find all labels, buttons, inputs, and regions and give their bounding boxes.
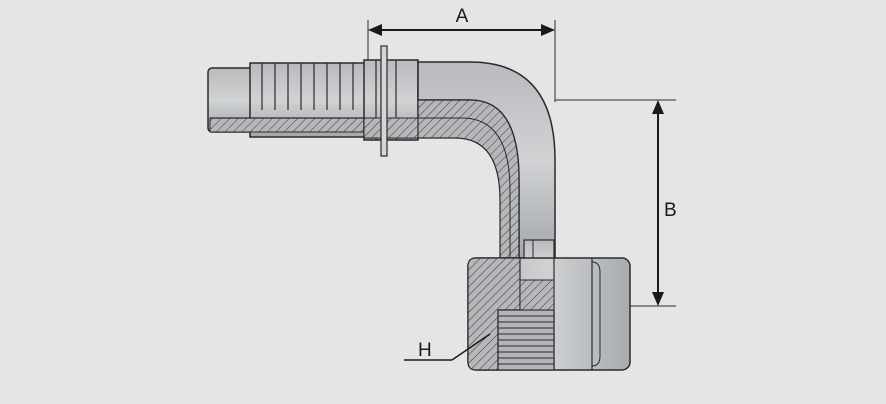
thread-label: H	[418, 340, 432, 361]
swivel-nut	[467, 257, 631, 371]
elbow-body	[417, 61, 556, 281]
collar	[363, 45, 419, 157]
dimension-b: B	[555, 99, 677, 307]
dimension-b-label: B	[664, 200, 677, 221]
dimension-a-label: A	[456, 6, 469, 27]
thread-callout-h: H	[404, 333, 491, 361]
hose-tail	[207, 62, 367, 138]
dimension-a: A	[367, 6, 556, 102]
